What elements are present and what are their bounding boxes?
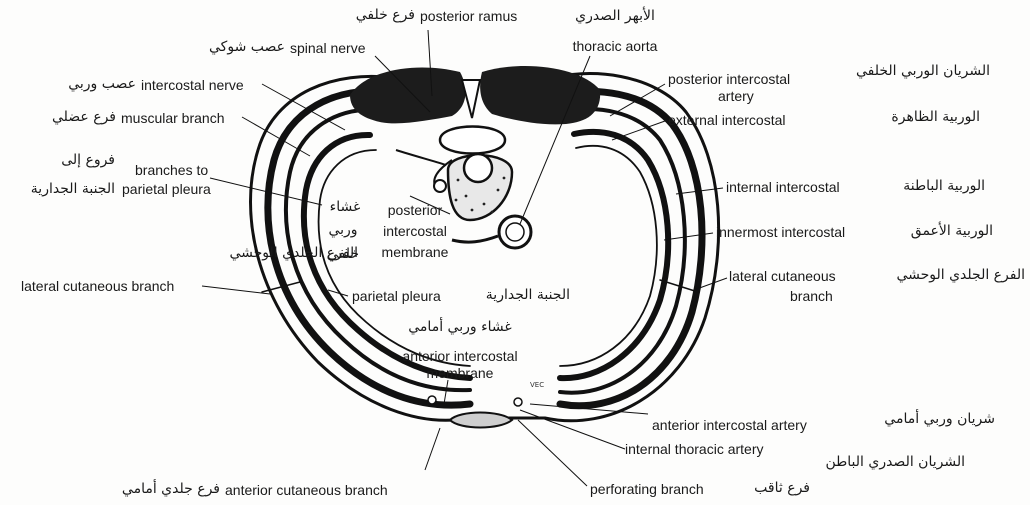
artist-signature: VEC: [530, 382, 544, 390]
label-intercostal-nerve-en: intercostal nerve: [141, 78, 244, 93]
label-post-ic-membrane-en-1: posterior: [370, 203, 460, 218]
label-internal-thoracic-artery-ar: الشريان الصدري الباطن: [795, 455, 965, 470]
label-post-ic-membrane-ar-1: غشاء: [320, 200, 370, 215]
label-parietal-pleura-branches-en: parietal pleura: [122, 182, 211, 197]
thoracic-aorta: [499, 216, 531, 248]
label-perforating-branch-en: perforating branch: [590, 482, 704, 497]
label-anterior-cutaneous-en: anterior cutaneous branch: [225, 483, 388, 498]
label-anterior-ic-artery-en: anterior intercostal artery: [652, 418, 807, 433]
label-thoracic-aorta-en: thoracic aorta: [555, 39, 675, 54]
label-posterior-ramus-ar: فرع خلفي: [330, 8, 415, 23]
spinal-ganglion: [434, 180, 446, 192]
label-parietal-pleura-branches-ar: الجنبة الجدارية: [2, 182, 115, 197]
label-post-ic-membrane-ar-3: خلفي: [318, 247, 368, 262]
label-internal-thoracic-artery-en: internal thoracic artery: [625, 442, 764, 457]
label-external-intercostal-ar: الوربية الظاهرة: [840, 110, 980, 125]
label-muscular-branch-en: muscular branch: [121, 111, 225, 126]
label-perforating-branch-ar: فرع ثاقب: [730, 481, 810, 496]
label-post-ic-membrane-ar-2: وربي: [318, 223, 368, 238]
label-ant-ic-membrane-en-1: anterior intercostal: [380, 349, 540, 364]
label-internal-intercostal-en: internal intercostal: [726, 180, 840, 195]
label-branches-to-ar: فروع إلى: [20, 153, 115, 168]
label-spinal-nerve-en: spinal nerve: [290, 41, 366, 56]
label-parietal-pleura-ar: الجنبة الجدارية: [470, 288, 570, 303]
label-ant-ic-membrane-en-2: membrane: [380, 366, 540, 381]
label-lateral-cutaneous-left-en: lateral cutaneous branch: [21, 279, 174, 294]
label-post-ic-membrane-en-2: intercostal: [370, 224, 460, 239]
label-posterior-ic-artery-en-2: artery: [718, 89, 754, 104]
label-spinal-nerve-ar: عصب شوكي: [185, 40, 285, 55]
label-innermost-intercostal-en: innermost intercostal: [716, 225, 845, 240]
label-internal-intercostal-ar: الوربية الباطنة: [865, 179, 985, 194]
sternum: [428, 396, 522, 428]
label-thoracic-aorta-ar: الأبهر الصدري: [555, 9, 675, 24]
label-lateral-cutaneous-right-ar: الفرع الجلدي الوحشي: [870, 268, 1025, 283]
label-ant-ic-membrane-ar: غشاء وربي أمامي: [380, 320, 540, 335]
label-innermost-intercostal-ar: الوربية الأعمق: [873, 224, 993, 239]
label-posterior-ic-artery-en-1: posterior intercostal: [668, 72, 790, 87]
label-muscular-branch-ar: فرع عضلي: [20, 110, 116, 125]
label-anterior-ic-artery-ar: شريان وربي أمامي: [845, 412, 995, 427]
label-external-intercostal-en: external intercostal: [668, 113, 786, 128]
label-branches-to-en: branches to: [135, 163, 208, 178]
label-anterior-cutaneous-ar: فرع جلدي أمامي: [80, 482, 220, 497]
label-intercostal-nerve-ar: عصب وربي: [20, 77, 136, 92]
label-lateral-cutaneous-right-en-2: branch: [790, 289, 833, 304]
label-posterior-ramus-en: posterior ramus: [420, 9, 517, 24]
label-post-ic-membrane-en-3: membrane: [370, 245, 460, 260]
label-parietal-pleura-en: parietal pleura: [352, 289, 441, 304]
label-posterior-ic-artery-ar: الشريان الوربي الخلفي: [820, 64, 990, 79]
label-lateral-cutaneous-right-en-1: lateral cutaneous: [729, 269, 836, 284]
